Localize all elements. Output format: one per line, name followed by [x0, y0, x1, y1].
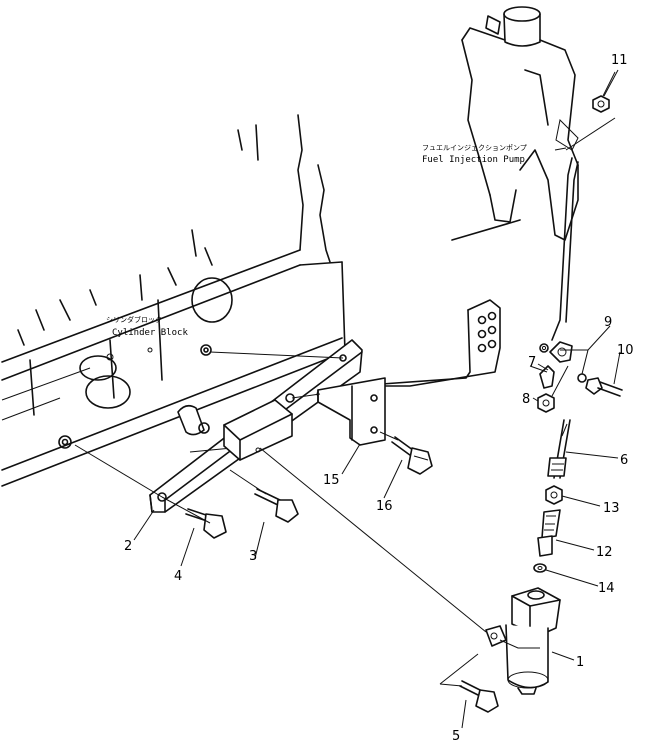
part-4-bolt: [185, 508, 227, 539]
part-3-bolt: [254, 488, 299, 523]
callout-13: 13: [603, 501, 620, 516]
part-14-washer: [533, 563, 547, 573]
part-8-nut: [537, 393, 555, 413]
part-12-joint: [537, 509, 561, 557]
part-11-nut: [565, 71, 616, 151]
part-13-nut: [545, 485, 563, 505]
callout-2: 2: [124, 539, 132, 554]
callout-3: 3: [249, 549, 257, 564]
callout-7: 7: [528, 355, 536, 370]
cylinder-block-label-jp: シリンダブロック: [106, 315, 162, 324]
part-6-rod: [547, 419, 571, 479]
part-15-bracket: [317, 299, 501, 446]
fuel-pump-label-jp: フュエルインジェクションポンプ: [422, 144, 527, 152]
part-1-solenoid: [485, 587, 561, 695]
callout-4: 4: [174, 569, 182, 584]
callout-16: 16: [376, 499, 393, 514]
callout-1: 1: [576, 655, 584, 670]
callout-6: 6: [620, 453, 628, 468]
assembly-lines: [74, 351, 487, 687]
part-5-bolt: [459, 680, 499, 713]
leader-lines: [133, 69, 621, 729]
fuel-pump-label-en: Fuel Injection Pump: [422, 155, 525, 165]
callout-14: 14: [598, 581, 615, 596]
part-7-rod-end: [529, 365, 555, 389]
fuel-injection-pump: [451, 6, 579, 241]
part-16-bolt: [391, 436, 433, 475]
callout-11: 11: [611, 53, 628, 68]
callout-5: 5: [452, 729, 460, 740]
cylinder-block-label-en: Cylinder Block: [112, 328, 188, 338]
callout-10: 10: [617, 343, 634, 358]
callout-15: 15: [323, 473, 340, 488]
callout-12: 12: [596, 545, 613, 560]
callout-8: 8: [522, 392, 530, 407]
spacer-block: [223, 399, 293, 461]
callout-9: 9: [604, 315, 612, 330]
cylinder-block: [1, 114, 346, 487]
part-10-bolt: [585, 377, 623, 397]
